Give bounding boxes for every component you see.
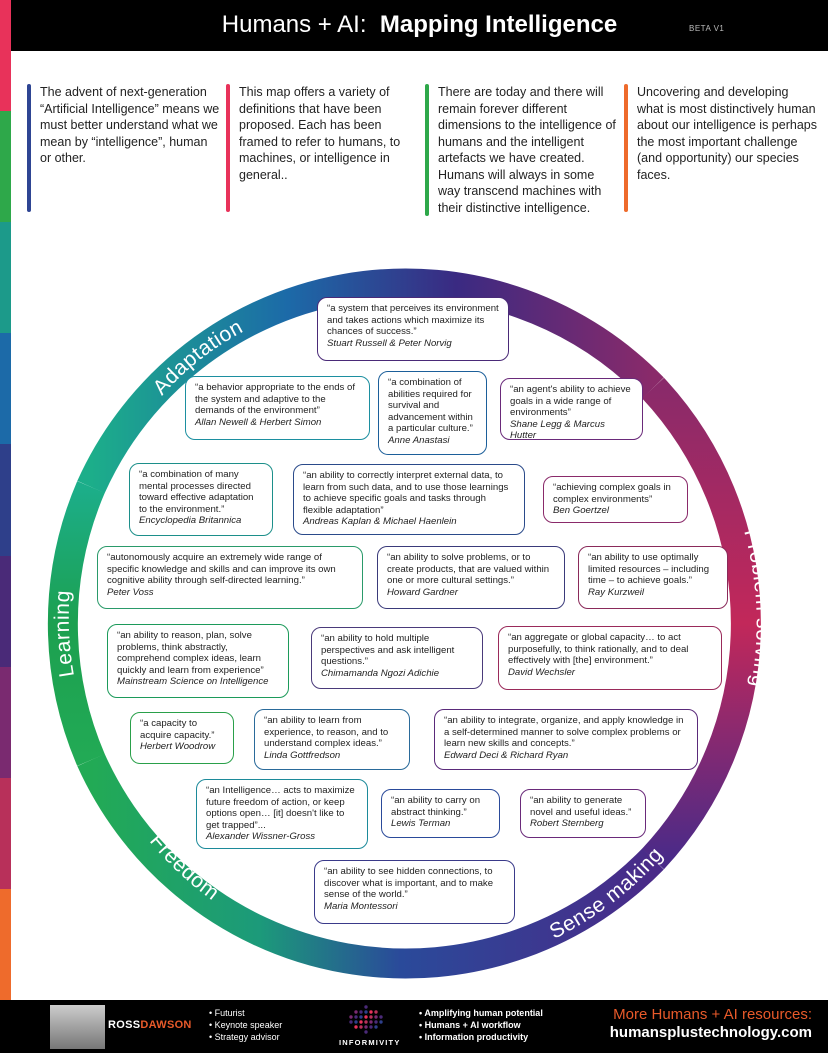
beta-badge: BETA V1 [689,24,725,33]
quote-box-gardner: “an ability to solve problems, or to cre… [377,546,565,609]
portrait-image [50,1005,105,1049]
intro-bar-1 [27,84,31,212]
stripe-segment [0,444,11,556]
ring-segment-top [77,268,664,494]
intro-bar-4 [624,84,628,212]
quote-box-deci-ryan: “an ability to integrate, organize, and … [434,709,698,770]
ring-segment-bottom [77,753,664,979]
ring-segment-right [642,377,761,870]
quote-box-newell-simon: “a behavior appropriate to the ends of t… [185,376,370,440]
informivity-name: INFORMIVITY [339,1038,401,1047]
footer: ROSSDAWSON • Futurist • Keynote speaker … [0,1000,828,1053]
quote-box-russell-norvig: “a system that perceives its environment… [317,297,509,361]
ross-dawson-logo: ROSSDAWSON [108,1019,192,1031]
quote-box-kaplan-haenlein: “an ability to correctly interpret exter… [293,464,525,535]
intro-bar-3 [425,84,429,216]
stripe-segment [0,888,11,1000]
more-resources-label: More Humans + AI resources: [613,1006,812,1023]
informivity-logo-icon [349,1005,383,1034]
quote-box-montessori: “an ability to see hidden connections, t… [314,860,515,924]
quote-box-anastasi: “a combination of abilities required for… [378,371,487,455]
stripe-segment [0,777,11,889]
ross-role-list: • Futurist • Keynote speaker • Strategy … [209,1008,283,1042]
title-prefix: Humans + AI: [221,11,367,38]
quote-box-adichie: “an ability to hold multiple perspective… [311,627,483,689]
quote-box-legg-hutter: “an agent's ability to achieve goals in … [500,378,643,441]
stripe-segment [0,0,11,112]
page-title: Humans + AI: Mapping Intelligence [11,11,828,39]
quote-box-mainstream-science: “an ability to reason, plan, solve probl… [107,624,289,698]
quote-box-britannica: “a combination of many mental processes … [129,463,273,536]
header: Humans + AI: Mapping Intelligence BETA V… [11,0,828,51]
quote-box-woodrow: “a capacity to acquire capacity.”Herbert… [130,712,234,764]
intro-bar-2 [226,84,230,212]
stripe-segment [0,333,11,445]
ring-segment-left [47,481,105,766]
quote-box-goertzel: “achieving complex goals in complex envi… [543,476,688,523]
quote-box-sternberg: “an ability to generate novel and useful… [520,789,646,838]
intro-paragraph-4: Uncovering and developing what is most d… [624,84,817,212]
intro-paragraph-1: The advent of next-generation “Artificia… [27,84,220,212]
quote-box-gottfredson: “an ability to learn from experience, to… [254,709,410,770]
intelligence-ring: Adaptation Goal orientation Problem solv… [47,264,774,979]
intro-paragraph-2: This map offers a variety of definitions… [226,84,419,212]
quote-box-wechsler: “an aggregate or global capacity… to act… [498,626,722,690]
stripe-segment [0,222,11,334]
quote-box-kurzweil: “an ability to use optimally limited res… [578,546,728,609]
quote-box-terman: “an ability to carry on abstract thinkin… [381,789,500,838]
title-main: Mapping Intelligence [379,11,618,38]
quote-box-voss: “autonomously acquire an extremely wide … [97,546,363,609]
left-color-stripe [0,0,11,1000]
stripe-segment [0,555,11,667]
intro-paragraph-3: There are today and there will remain fo… [425,84,618,216]
label-learning: Learning [51,589,79,678]
label-sense-making: Sense making [546,843,668,944]
website-link[interactable]: humansplustechnology.com [609,1024,812,1041]
informivity-list: • Amplifying human potential • Humans + … [419,1008,543,1042]
stripe-segment [0,111,11,223]
stripe-segment [0,666,11,778]
quote-box-wissner-gross: “an Intelligence… acts to maximize futur… [196,779,368,849]
